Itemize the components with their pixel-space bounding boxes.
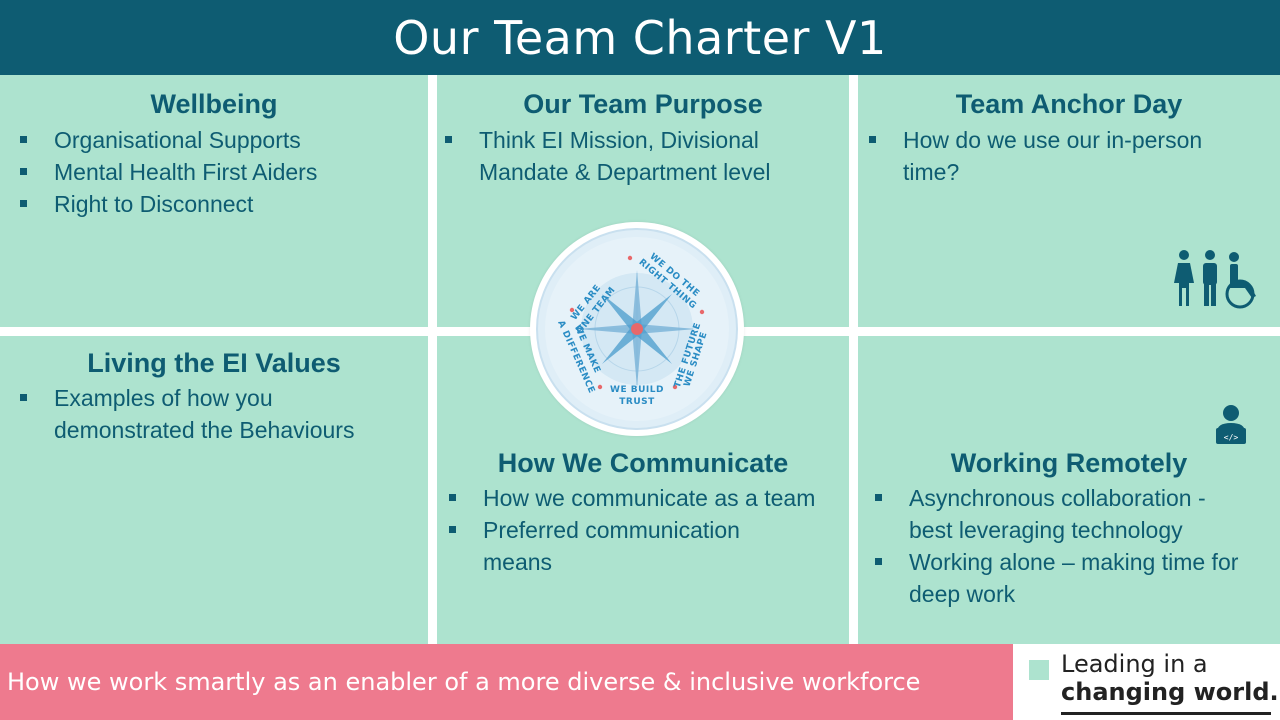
brand-line-2: changing world. [1061,678,1279,706]
list-item: Asynchronous collaboration - best levera… [873,482,1248,546]
remote-worker-laptop-icon: </> [1212,404,1250,446]
list-item: Right to Disconnect [18,188,418,220]
purpose-panel: Our Team Purpose Think EI Mission, Divis… [437,75,849,327]
list-item: Examples of how you demonstrated the Beh… [18,382,418,446]
list-item: Think EI Mission, Divisional Mandate & D… [443,124,843,188]
wellbeing-panel: Wellbeing Organisational Supports Mental… [0,75,428,327]
brand-line-1: Leading in a [1061,650,1208,678]
purpose-list: Think EI Mission, Divisional Mandate & D… [443,124,843,188]
purpose-heading: Our Team Purpose [523,89,763,119]
anchor-day-heading: Team Anchor Day [955,89,1183,119]
values-compass: WE ARE ONE TEAM WE DO THE RIGHT THING WE… [530,222,744,436]
values-panel: Living the EI Values Examples of how you… [0,336,428,644]
wellbeing-heading: Wellbeing [150,89,278,119]
list-item: How do we use our in-person time? [867,124,1237,188]
communicate-heading: How We Communicate [497,448,789,478]
list-item: Mental Health First Aiders [18,156,418,188]
people-accessibility-icon [1170,248,1266,310]
values-heading: Living the EI Values [87,348,341,378]
brand-logo: Leading in a changing world. [1013,644,1280,720]
brand-square-icon [1029,660,1049,680]
values-list: Examples of how you demonstrated the Beh… [18,382,418,446]
footer-text: How we work smartly as an enabler of a m… [7,668,921,696]
anchor-day-list: How do we use our in-person time? [867,124,1237,188]
communicate-list: How we communicate as a team Preferred c… [447,482,847,578]
brand-underline [1061,712,1271,715]
svg-text:</>: </> [1224,433,1239,442]
remote-list: Asynchronous collaboration - best levera… [873,482,1248,610]
charter-grid: Wellbeing Organisational Supports Mental… [0,75,1280,644]
svg-text:WE BUILD: WE BUILD [610,385,664,395]
anchor-day-panel: Team Anchor Day How do we use our in-per… [858,75,1280,327]
remote-heading: Working Remotely [950,448,1188,478]
compass-rose-icon: WE ARE ONE TEAM WE DO THE RIGHT THING WE… [536,228,738,430]
list-item: Working alone – making time for deep wor… [873,546,1248,610]
list-item: Organisational Supports [18,124,418,156]
list-item: How we communicate as a team [447,482,847,514]
svg-text:TRUST: TRUST [619,397,655,407]
list-item: Preferred communication means [447,514,777,578]
footer-banner: How we work smartly as an enabler of a m… [0,644,1013,720]
title-bar: Our Team Charter V1 [0,0,1280,75]
page-title: Our Team Charter V1 [393,10,887,65]
remote-panel: Working Remotely Asynchronous collaborat… [858,336,1280,644]
wellbeing-list: Organisational Supports Mental Health Fi… [18,124,418,220]
